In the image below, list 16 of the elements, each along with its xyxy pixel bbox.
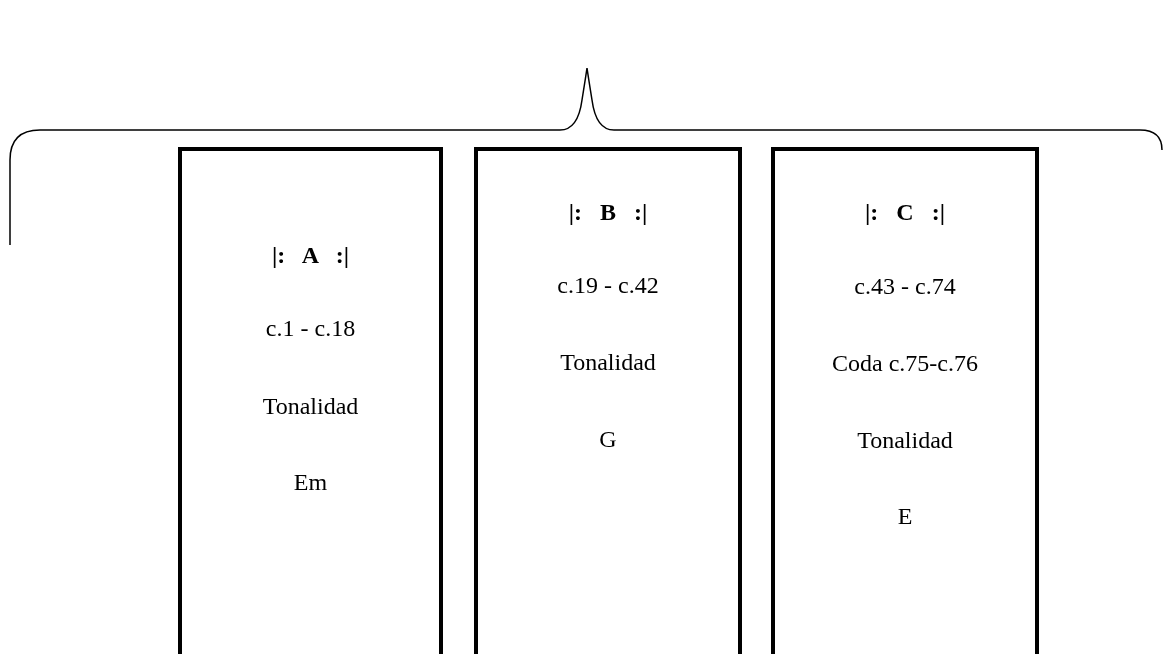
- section-text: c.1 - c.18: [264, 314, 357, 343]
- section-text: Tonalidad: [559, 348, 657, 377]
- section-box: [178, 147, 443, 654]
- section-box: [474, 147, 742, 654]
- section-text: c.43 - c.74: [853, 272, 957, 301]
- section-text: Tonalidad: [856, 426, 954, 455]
- section-text: G: [598, 425, 618, 454]
- section-text: E: [896, 502, 914, 531]
- section-text: Tonalidad: [261, 392, 360, 421]
- section-text: Coda c.75-c.76: [831, 349, 979, 378]
- section-heading: |: C :|: [864, 198, 946, 227]
- section-text: Em: [292, 468, 329, 497]
- section-text: c.19 - c.42: [556, 271, 660, 300]
- section-heading: |: B :|: [567, 198, 649, 227]
- section-box: [771, 147, 1039, 654]
- section-heading: |: A :|: [270, 241, 351, 270]
